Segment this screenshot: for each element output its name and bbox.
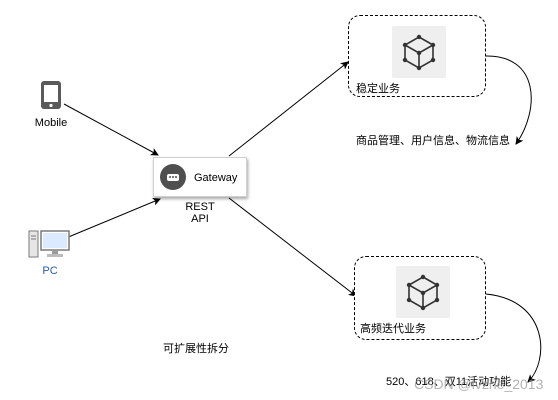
highfreq-service-label: 高频迭代业务 — [360, 323, 426, 335]
desktop-computer-icon — [28, 230, 70, 258]
gateway-label: Gateway — [194, 172, 238, 184]
pc-node — [28, 228, 72, 262]
gateway-node: Gateway — [153, 157, 247, 197]
mobile-label: Mobile — [34, 117, 68, 129]
mobile-node — [40, 80, 62, 110]
gateway-caption-line2: API — [191, 213, 209, 225]
diagram-caption: 可扩展性拆分 — [163, 343, 229, 355]
api-gateway-icon — [160, 164, 186, 190]
curve-highfreq-to-desc — [485, 293, 542, 383]
cube-service-icon — [406, 274, 440, 311]
stable-service-description: 商品管理、用户信息、物流信息 — [356, 135, 510, 147]
arrow-gateway-to-highfreq — [228, 197, 357, 297]
curve-stable-to-desc — [483, 55, 532, 145]
arrow-mobile-to-gateway — [63, 103, 159, 156]
cube-service-icon — [402, 34, 436, 71]
highfreq-service-tile — [396, 266, 450, 318]
arrow-gateway-to-stable — [228, 61, 349, 157]
stable-service-label: 稳定业务 — [356, 83, 400, 95]
csdn-watermark: CSDN @lvzhe_2013 — [414, 376, 544, 392]
pc-label: PC — [42, 265, 58, 277]
stable-service-tile — [392, 26, 446, 78]
highfreq-service-description: 520、618、双11活动功能 — [386, 376, 512, 388]
arrow-pc-to-gateway — [65, 197, 161, 239]
smartphone-icon — [41, 81, 61, 109]
gateway-caption-line1: REST — [185, 201, 215, 213]
